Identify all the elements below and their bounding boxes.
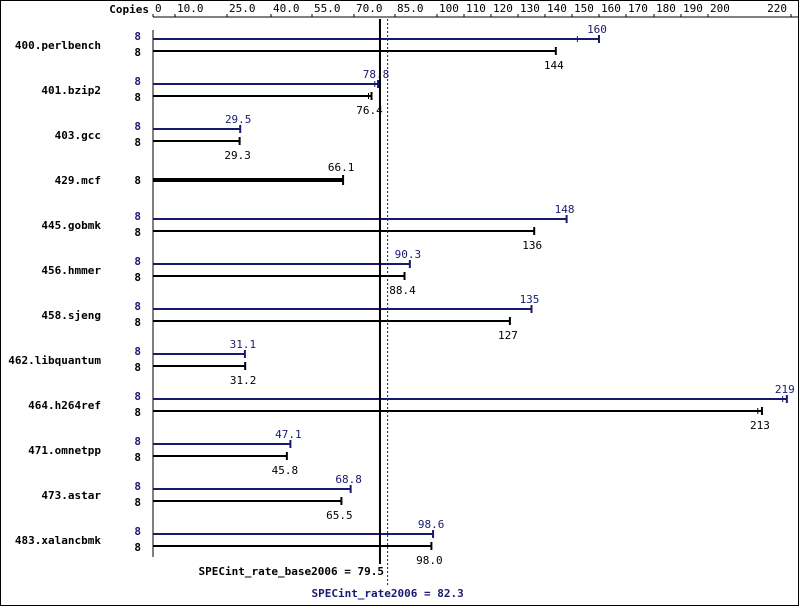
peak-copies: 8 — [134, 210, 141, 223]
benchmark-label: 464.h264ref — [28, 399, 101, 412]
x-tick-label: 85.0 — [397, 2, 424, 15]
x-tick-label: 10.0 — [177, 2, 204, 15]
base-reference-label: SPECint_rate_base2006 = 79.5 — [199, 565, 384, 578]
peak-value-label: 98.6 — [418, 518, 445, 531]
peak-value-label: 148 — [555, 203, 575, 216]
benchmark-label: 462.libquantum — [8, 354, 101, 367]
benchmark-label: 473.astar — [41, 489, 101, 502]
benchmark-label: 401.bzip2 — [41, 84, 101, 97]
peak-copies: 8 — [134, 480, 141, 493]
peak-value-label: 78.8 — [363, 68, 390, 81]
x-tick-label: 100 — [439, 2, 459, 15]
base-value-label: 45.8 — [272, 464, 299, 477]
base-value-label: 144 — [544, 59, 564, 72]
peak-reference-label: SPECint_rate2006 = 82.3 — [311, 587, 463, 600]
x-tick-label: 110 — [466, 2, 486, 15]
base-copies: 8 — [134, 91, 141, 104]
benchmark-label: 458.sjeng — [41, 309, 101, 322]
benchmark-label: 403.gcc — [55, 129, 101, 142]
peak-copies: 8 — [134, 525, 141, 538]
base-value-label: 213 — [750, 419, 770, 432]
base-copies: 8 — [134, 451, 141, 464]
x-tick-label: 55.0 — [314, 2, 341, 15]
base-copies: 8 — [134, 271, 141, 284]
x-tick-label: 150 — [574, 2, 594, 15]
base-value-label: 88.4 — [389, 284, 416, 297]
base-value-label: 98.0 — [416, 554, 443, 567]
x-tick-label: 220 — [767, 2, 787, 15]
base-copies: 8 — [134, 136, 141, 149]
axis-label: Copies — [109, 3, 149, 16]
peak-value-label: 219 — [775, 383, 795, 396]
base-value-label: 127 — [498, 329, 518, 342]
x-tick-label: 25.0 — [229, 2, 256, 15]
peak-copies: 8 — [134, 300, 141, 313]
benchmark-label: 429.mcf — [55, 174, 101, 187]
base-copies: 8 — [134, 46, 141, 59]
base-value-label: 76.4 — [356, 104, 383, 117]
peak-value-label: 160 — [587, 23, 607, 36]
base-value-label: 66.1 — [328, 161, 355, 174]
peak-value-label: 47.1 — [275, 428, 302, 441]
peak-copies: 8 — [134, 345, 141, 358]
benchmark-label: 483.xalancbmk — [15, 534, 101, 547]
base-value-label: 136 — [522, 239, 542, 252]
x-tick-label: 190 — [683, 2, 703, 15]
base-value-label: 31.2 — [230, 374, 257, 387]
x-tick-label: 200 — [710, 2, 730, 15]
x-tick-label: 70.0 — [356, 2, 383, 15]
peak-value-label: 68.8 — [335, 473, 362, 486]
peak-value-label: 135 — [520, 293, 540, 306]
x-tick-label: 130 — [520, 2, 540, 15]
benchmark-label: 456.hmmer — [41, 264, 101, 277]
base-value-label: 29.3 — [224, 149, 251, 162]
x-tick-label: 0 — [155, 2, 162, 15]
peak-copies: 8 — [134, 75, 141, 88]
peak-copies: 8 — [134, 120, 141, 133]
x-tick-label: 170 — [628, 2, 648, 15]
base-copies: 8 — [134, 226, 141, 239]
base-value-label: 65.5 — [326, 509, 353, 522]
peak-copies: 8 — [134, 30, 141, 43]
x-tick-label: 180 — [656, 2, 676, 15]
benchmark-label: 471.omnetpp — [28, 444, 101, 457]
peak-value-label: 29.5 — [225, 113, 252, 126]
base-copies: 8 — [134, 316, 141, 329]
base-copies: 8 — [134, 406, 141, 419]
peak-copies: 8 — [134, 435, 141, 448]
x-tick-label: 160 — [601, 2, 621, 15]
x-tick-label: 120 — [493, 2, 513, 15]
x-tick-label: 140 — [547, 2, 567, 15]
peak-copies: 8 — [134, 390, 141, 403]
base-copies: 8 — [134, 361, 141, 374]
x-tick-label: 40.0 — [273, 2, 300, 15]
benchmark-label: 445.gobmk — [41, 219, 101, 232]
peak-value-label: 31.1 — [230, 338, 257, 351]
base-copies: 8 — [134, 541, 141, 554]
peak-copies: 8 — [134, 255, 141, 268]
peak-value-label: 90.3 — [395, 248, 422, 261]
base-copies: 8 — [134, 174, 141, 187]
benchmark-label: 400.perlbench — [15, 39, 101, 52]
base-copies: 8 — [134, 496, 141, 509]
